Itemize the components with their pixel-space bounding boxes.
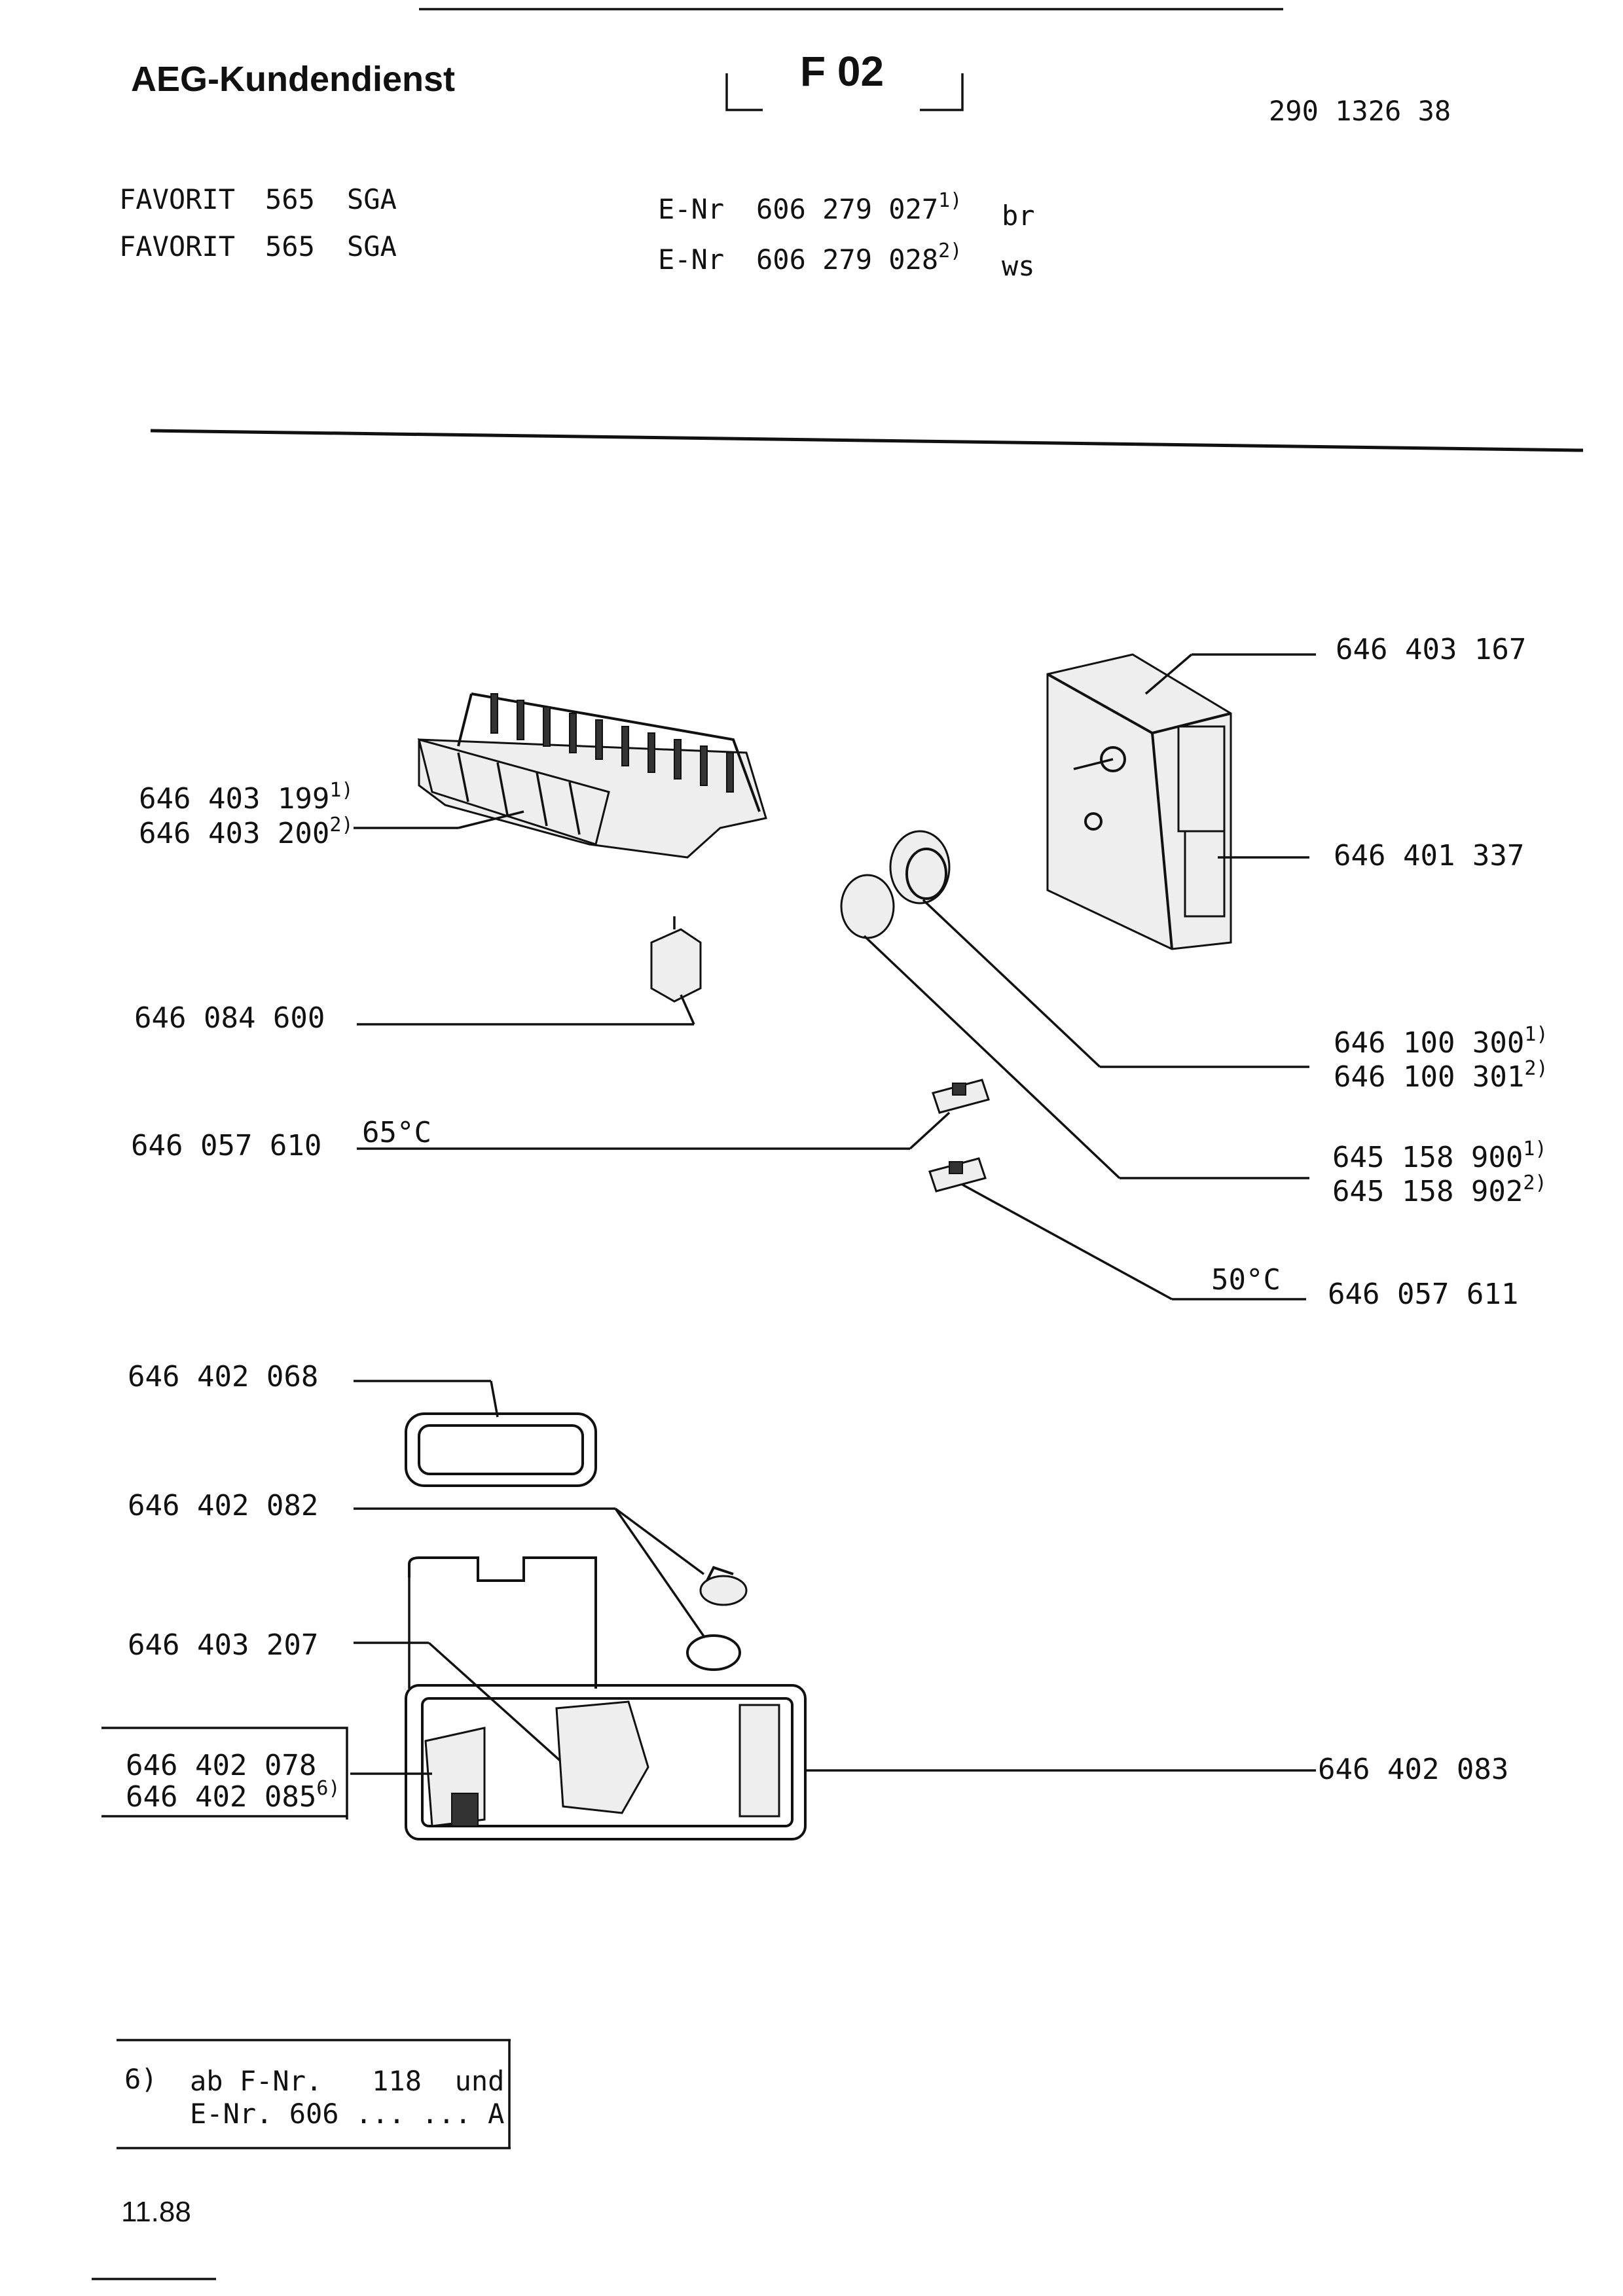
part-label-646402082: 646 402 082 bbox=[128, 1489, 319, 1522]
timer-part bbox=[1046, 653, 1232, 950]
brand-title: AEG-Kundendienst bbox=[131, 60, 455, 99]
part-label-645158902: 645 158 9022) bbox=[1332, 1172, 1547, 1208]
model-type: SGA bbox=[347, 183, 397, 215]
model-number: 565 bbox=[265, 230, 315, 262]
enr-value: 606 279 0282) bbox=[756, 240, 962, 276]
part-label-646402068: 646 402 068 bbox=[128, 1360, 319, 1393]
enr-label: E-Nr bbox=[658, 193, 725, 225]
cover-plate-part bbox=[408, 1556, 597, 1689]
small-knob-part bbox=[699, 1566, 748, 1606]
microswitch-part bbox=[650, 916, 702, 1003]
part-label-646057611: 646 057 611 bbox=[1328, 1278, 1519, 1311]
part-label-646403167: 646 403 167 bbox=[1336, 633, 1527, 666]
sheet-code: F 02 bbox=[800, 48, 884, 95]
leader-646403167 bbox=[1144, 653, 1193, 695]
thermostat-65-part bbox=[932, 1079, 990, 1114]
temperature-65: 65°C bbox=[362, 1116, 431, 1149]
color-code: br bbox=[1002, 200, 1035, 232]
housing-part bbox=[405, 1684, 807, 1840]
enr-label: E-Nr bbox=[658, 243, 725, 276]
part-label-646100301: 646 100 3012) bbox=[1334, 1057, 1548, 1094]
leader-645158900 bbox=[863, 935, 1121, 1179]
knob-part bbox=[889, 830, 951, 905]
part-label-646402083: 646 402 083 bbox=[1318, 1753, 1509, 1786]
part-label-646100300: 646 100 3001) bbox=[1334, 1023, 1548, 1060]
leader-646100300 bbox=[922, 899, 1101, 1068]
model-type: SGA bbox=[347, 230, 397, 262]
model-name: FAVORIT bbox=[119, 183, 236, 215]
label-box-646402078 bbox=[101, 1727, 348, 1820]
part-label-646403207: 646 403 207 bbox=[128, 1628, 319, 1662]
model-number: 565 bbox=[265, 183, 315, 215]
header-divider bbox=[150, 429, 1584, 452]
o-ring-part bbox=[686, 1634, 741, 1671]
model-name: FAVORIT bbox=[119, 230, 236, 262]
leader-646057611 bbox=[962, 1183, 1173, 1300]
footnote-line-1: ab F-Nr. 118 und bbox=[190, 2065, 505, 2097]
footnote-line-2: E-Nr. 606 ... ... A bbox=[190, 2098, 505, 2130]
switch-block-part bbox=[417, 692, 767, 859]
code-bracket-right bbox=[920, 73, 964, 111]
part-label-646401337: 646 401 337 bbox=[1334, 839, 1525, 872]
part-label-646084600: 646 084 600 bbox=[134, 1001, 325, 1035]
temperature-50: 50°C bbox=[1211, 1263, 1281, 1297]
doc-number: 290 1326 38 bbox=[1269, 95, 1451, 127]
knob-cap-part bbox=[840, 874, 895, 939]
part-label-645158900: 645 158 9001) bbox=[1332, 1138, 1547, 1174]
code-bracket-left bbox=[725, 73, 763, 111]
part-label-646403199: 646 403 1991) bbox=[139, 779, 354, 816]
part-label-646403200: 646 403 2002) bbox=[139, 814, 354, 850]
part-label-646402078: 646 402 078 bbox=[126, 1749, 317, 1782]
footnote-marker: 6) bbox=[124, 2063, 158, 2095]
part-label-646402085: 646 402 0856) bbox=[126, 1777, 340, 1814]
enr-value: 606 279 0271) bbox=[756, 189, 962, 225]
thermostat-50-part bbox=[928, 1157, 987, 1193]
seal-frame-part bbox=[405, 1412, 597, 1487]
part-label-646057610: 646 057 610 bbox=[131, 1129, 322, 1162]
issue-date: 11.88 bbox=[121, 2196, 191, 2228]
color-code: ws bbox=[1002, 250, 1035, 282]
